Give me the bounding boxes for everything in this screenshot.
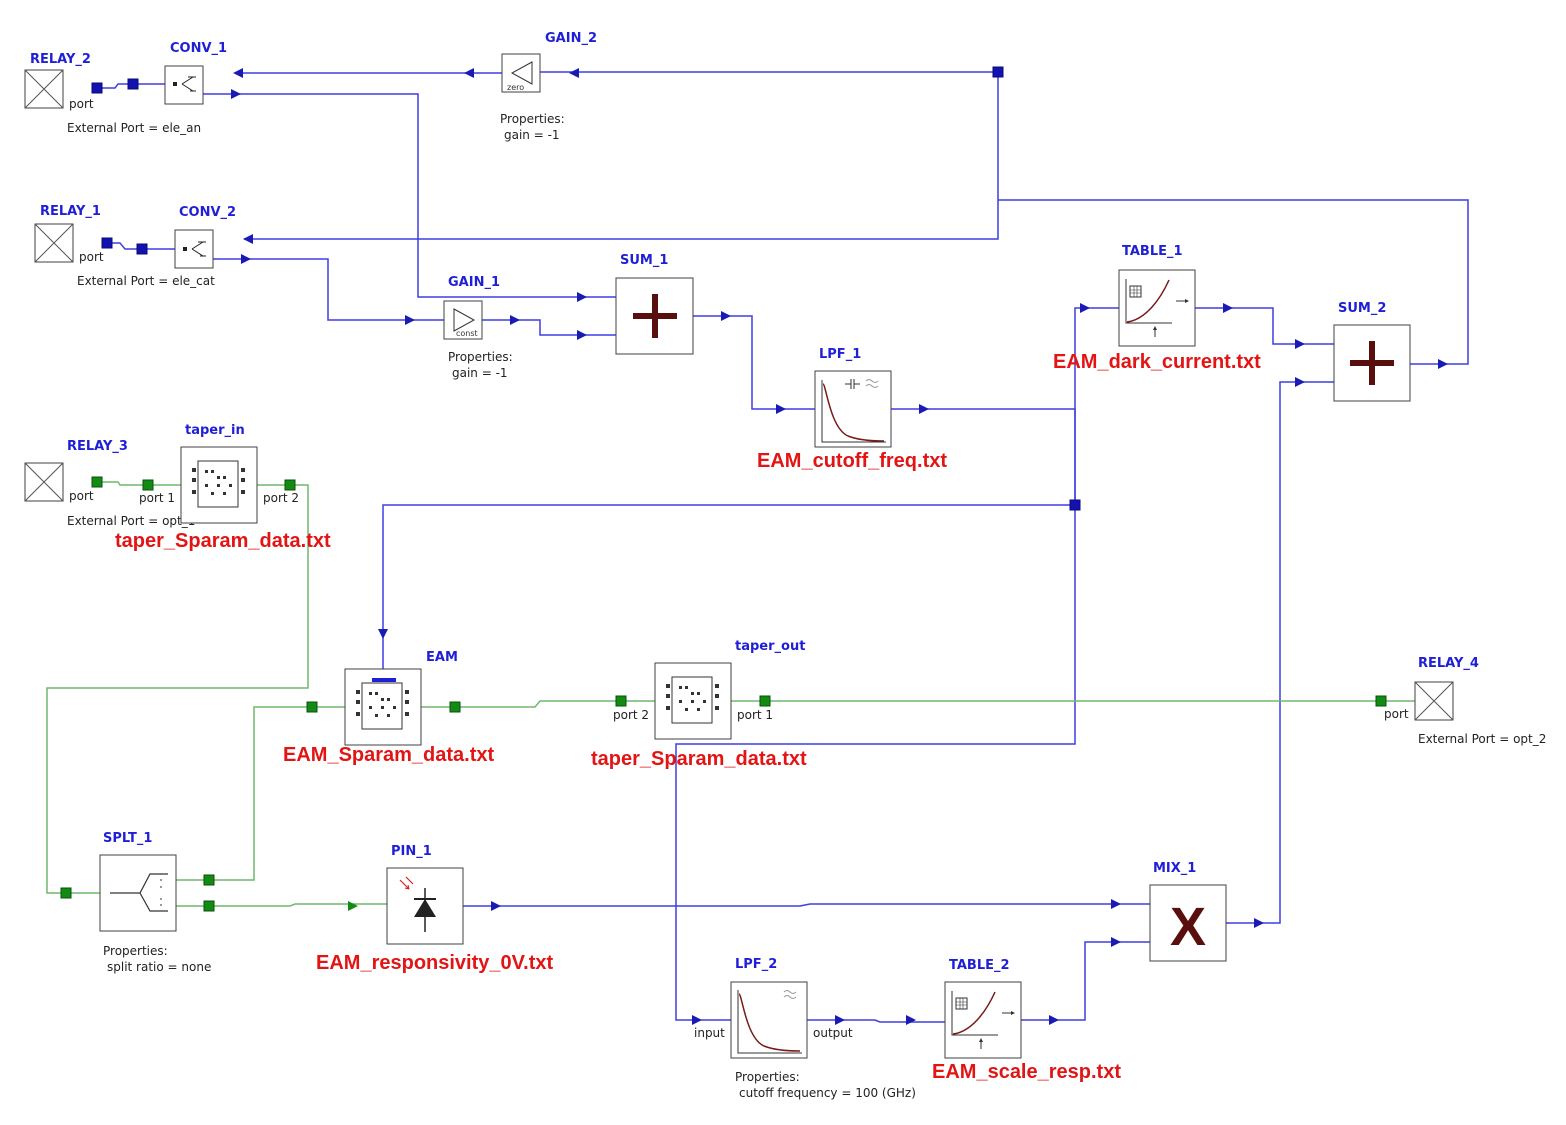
relay-3[interactable]: RELAY_3 port External Port = opt_1 [24,439,195,528]
sum-1-block[interactable]: SUM_1 [615,253,694,355]
gain-2-props: Properties: [500,112,565,126]
eam-file: EAM_Sparam_data.txt [283,744,495,766]
wire-relay2-conv1[interactable] [97,83,165,89]
table-2-file: EAM_scale_resp.txt [932,1061,1121,1083]
relay-2-title: RELAY_2 [30,52,91,67]
wire-gain1-sum1[interactable] [482,319,616,336]
relay-2-port: port [69,97,94,111]
splt-1-block[interactable]: SPLT_1 Properties: split ratio = none [99,831,211,974]
wire-pin1-mix1[interactable] [463,903,1150,907]
relay-4-ext: External Port = opt_2 [1418,732,1546,746]
conv-2-title: CONV_2 [179,205,236,220]
lpf-2-output: output [813,1026,853,1040]
sum-2-block[interactable]: SUM_2 [1333,301,1411,402]
relay-4[interactable]: RELAY_4 port External Port = opt_2 [1384,656,1546,746]
relay-1-port: port [79,250,104,264]
taper-out-title: taper_out [735,639,805,654]
taper-in-port1: port 1 [139,491,175,505]
splt-1-title: SPLT_1 [103,831,152,846]
gain-1-icon-label: const [456,329,478,338]
gain-1-title: GAIN_1 [448,275,500,290]
gain-2-icon-label: zero [507,83,524,92]
wire-mix1-sum2[interactable] [1226,381,1334,924]
lpf-2-title: LPF_2 [735,957,777,972]
splt-1-props: Properties: [103,944,168,958]
optical-wires [46,481,1415,907]
relay-2-ext: External Port = ele_an [67,121,201,135]
taper-out-port1: port 1 [737,708,773,722]
sum-2-title: SUM_2 [1338,301,1386,316]
relay-2[interactable]: RELAY_2 port External Port = ele_an [24,52,201,135]
eam-title: EAM [426,650,458,665]
taper-out-port2: port 2 [613,708,649,722]
port-nodes [60,66,1387,912]
lpf-2-block[interactable]: LPF_2 input output Properties: cutoff fr… [694,957,916,1100]
table-2-title: TABLE_2 [949,958,1010,973]
mix-1-symbol: X [1170,897,1206,957]
wire-conv2-gain1[interactable] [213,258,444,321]
pin-1-block[interactable]: PIN_1 EAM_responsivity_0V.txt [316,844,553,974]
mix-1-block[interactable]: MIX_1 X [1149,861,1227,962]
table-2-block[interactable]: TABLE_2 EAM_scale_resp.txt [932,958,1121,1083]
relay-3-title: RELAY_3 [67,439,128,454]
wire-feedback-conv2[interactable] [244,72,999,240]
gain-2-title: GAIN_2 [545,31,597,46]
wire-conv1-sum1[interactable] [203,93,616,298]
relay-1-title: RELAY_1 [40,204,101,219]
pin-1-file: EAM_responsivity_0V.txt [316,952,553,974]
wire-sum1-lpf1[interactable] [693,315,815,410]
wire-relay3-taperin[interactable] [97,481,181,486]
wire-table2-mix1[interactable] [1021,941,1150,1021]
gain-1-prop-val: gain = -1 [452,366,508,380]
gain-1-block[interactable]: GAIN_1 const Properties: gain = -1 [443,275,513,380]
wire-node-eam[interactable] [382,504,1075,670]
taper-in-port2: port 2 [263,491,299,505]
wire-relay1-conv2[interactable] [107,242,175,250]
lpf-2-props: Properties: [735,1070,800,1084]
taper-out-block[interactable]: taper_out port 2 port 1 taper_Sparam_dat… [591,639,807,770]
eam-block[interactable]: EAM EAM_Sparam_data.txt [283,650,495,766]
lpf-1-block[interactable]: LPF_1 EAM_cutoff_freq.txt [757,347,947,472]
lpf-1-title: LPF_1 [819,347,861,362]
taper-in-file: taper_Sparam_data.txt [115,530,331,552]
taper-in-title: taper_in [185,423,245,438]
pin-1-title: PIN_1 [391,844,432,859]
taper-out-file: taper_Sparam_data.txt [591,748,807,770]
relay-4-title: RELAY_4 [1418,656,1479,671]
relay-3-port: port [69,489,94,503]
splt-1-prop-val: split ratio = none [107,960,211,974]
wire-table1-sum2[interactable] [1195,307,1334,345]
table-1-title: TABLE_1 [1122,244,1183,259]
wire-splt-pin1[interactable] [176,903,387,907]
mix-1-title: MIX_1 [1153,861,1196,876]
wire-lpf2-table2[interactable] [807,1019,945,1023]
relay-4-port: port [1384,707,1409,721]
sum-1-title: SUM_1 [620,253,668,268]
gain-1-props: Properties: [448,350,513,364]
wire-node-table1[interactable] [1074,307,1119,505]
table-1-file: EAM_dark_current.txt [1053,351,1261,373]
relay-1-ext: External Port = ele_cat [77,274,215,288]
table-1-block[interactable]: TABLE_1 EAM_dark_current.txt [1053,244,1261,373]
wire-eam-taperout[interactable] [421,700,655,708]
wire-taperin-splt[interactable] [46,484,309,894]
wire-splt-eam[interactable] [176,706,345,881]
gain-2-block[interactable]: GAIN_2 zero Properties: gain = -1 [500,31,597,142]
lpf-2-prop-val: cutoff frequency = 100 (GHz) [739,1086,916,1100]
lpf-2-input: input [694,1026,725,1040]
relay-3-ext: External Port = opt_1 [67,514,195,528]
relay-1[interactable]: RELAY_1 port External Port = ele_cat [34,204,215,288]
conv-2-block[interactable]: CONV_2 [174,205,236,269]
conv-1-block[interactable]: CONV_1 [164,41,227,105]
gain-2-prop-val: gain = -1 [504,128,560,142]
taper-in-block[interactable]: taper_in port 1 port 2 taper_Sparam_data… [115,423,331,552]
conv-1-title: CONV_1 [170,41,227,56]
lpf-1-file: EAM_cutoff_freq.txt [757,450,947,472]
electrical-wires [97,71,1469,1023]
